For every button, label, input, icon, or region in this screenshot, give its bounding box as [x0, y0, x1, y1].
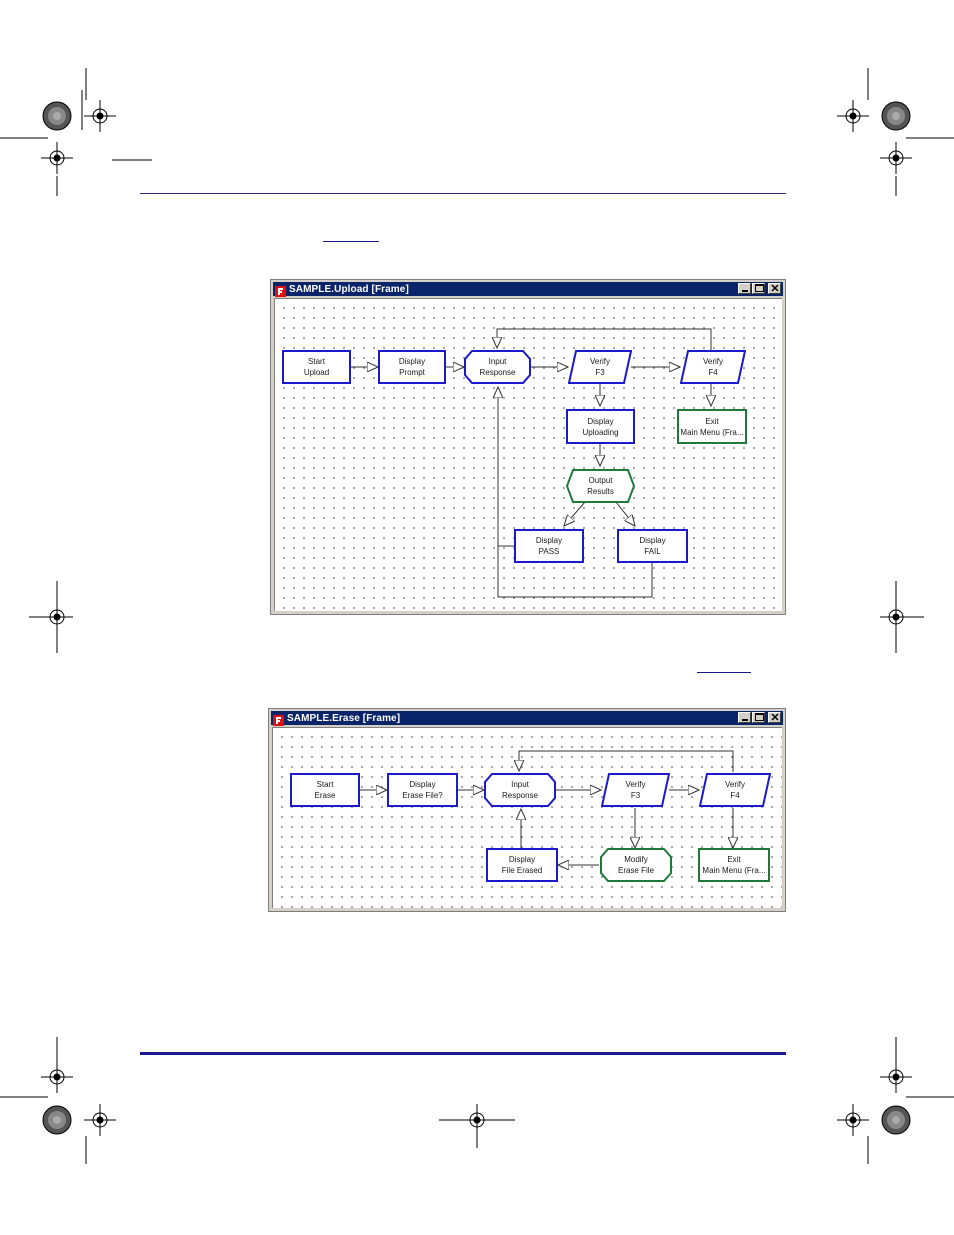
- cross-reference-link[interactable]: [323, 241, 379, 242]
- minimize-button[interactable]: [738, 283, 751, 294]
- color-wheel-icon: [881, 101, 911, 131]
- window-titlebar[interactable]: SAMPLE.Upload [Frame]: [273, 282, 783, 297]
- decision-parallelogram-shape: [601, 773, 670, 807]
- process-box-shape: [617, 529, 688, 563]
- registration-mark-icon: [837, 100, 869, 132]
- registration-mark-icon: [880, 581, 924, 653]
- maximize-icon: [755, 284, 764, 292]
- close-icon: [771, 713, 779, 721]
- flowchart-app-icon: [273, 713, 284, 726]
- window-title: SAMPLE.Upload [Frame]: [289, 283, 409, 295]
- registration-mark-icon: [84, 100, 116, 132]
- decision-parallelogram-shape: [699, 773, 771, 807]
- process-box-shape: [514, 529, 584, 563]
- exit-box-shape: [677, 409, 747, 444]
- process-box-shape: [486, 848, 558, 882]
- registration-mark-icon: [439, 1104, 515, 1148]
- crop-registration-mark-icon: [56, 90, 152, 200]
- header-rule: [140, 193, 786, 194]
- upload-frame-window[interactable]: SAMPLE.Upload [Frame]: [270, 279, 786, 615]
- color-wheel-icon: [42, 1105, 72, 1135]
- process-box-shape: [378, 350, 446, 384]
- output-hexagon-shape: [566, 469, 635, 503]
- registration-mark-icon: [84, 1104, 116, 1136]
- footer-rule: [140, 1052, 786, 1055]
- minimize-icon: [742, 290, 748, 292]
- close-button[interactable]: [768, 712, 781, 723]
- process-box-shape: [290, 773, 360, 807]
- registration-mark-icon: [41, 142, 73, 174]
- connector-layer: [359, 750, 782, 908]
- cross-reference-link[interactable]: [697, 672, 751, 673]
- input-octagon-shape: [484, 773, 556, 807]
- color-wheel-icon: [42, 101, 72, 131]
- registration-mark-icon: [880, 1037, 912, 1093]
- maximize-icon: [755, 713, 764, 721]
- modify-octagon-shape: [600, 848, 672, 882]
- registration-mark-icon: [29, 581, 73, 653]
- connector-layer: [350, 328, 782, 598]
- maximize-button[interactable]: [752, 712, 765, 723]
- registration-mark-icon: [837, 1104, 869, 1136]
- exit-box-shape: [698, 848, 770, 882]
- close-icon: [771, 284, 779, 292]
- registration-mark-icon: [880, 142, 912, 174]
- process-box-shape: [282, 350, 351, 384]
- minimize-icon: [742, 719, 748, 721]
- minimize-button[interactable]: [738, 712, 751, 723]
- erase-frame-window[interactable]: SAMPLE.Erase [Frame]: [268, 708, 786, 912]
- color-wheel-icon: [881, 1105, 911, 1135]
- process-box-shape: [566, 409, 635, 444]
- window-title: SAMPLE.Erase [Frame]: [287, 712, 401, 724]
- input-octagon-shape: [464, 350, 531, 384]
- close-button[interactable]: [768, 283, 781, 294]
- registration-mark-icon: [41, 1037, 73, 1093]
- flowchart-app-icon: [275, 284, 286, 297]
- decision-parallelogram-shape: [568, 350, 632, 384]
- maximize-button[interactable]: [752, 283, 765, 294]
- decision-parallelogram-shape: [680, 350, 746, 384]
- window-titlebar[interactable]: SAMPLE.Erase [Frame]: [271, 711, 783, 726]
- process-box-shape: [387, 773, 458, 807]
